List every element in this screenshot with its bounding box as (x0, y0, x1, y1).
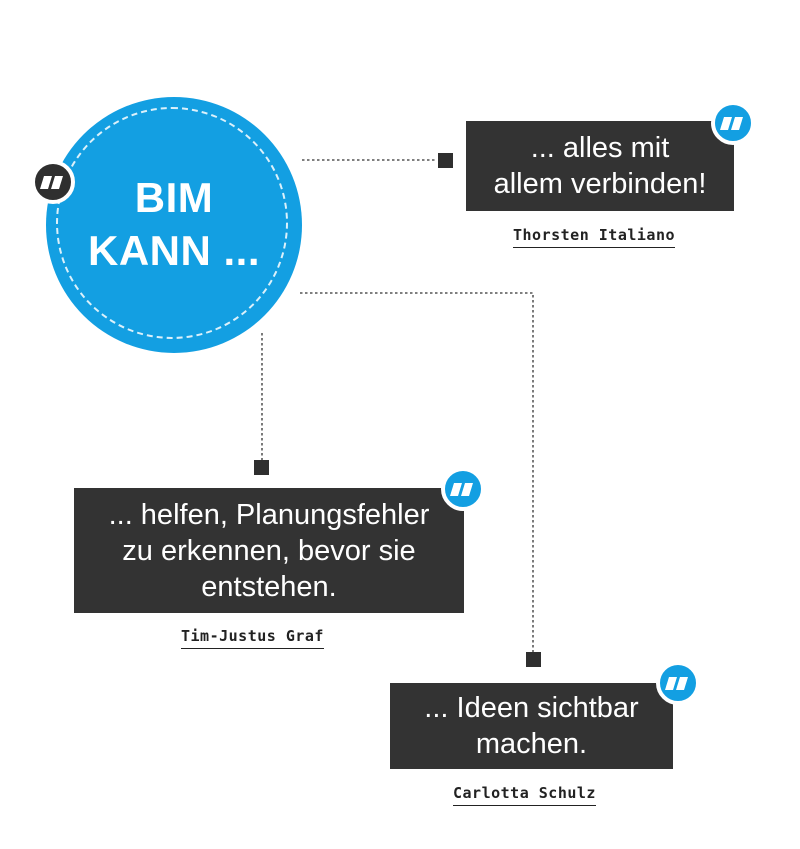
connector-node-2 (254, 460, 269, 475)
quote-text-3: ... Ideen sichtbar machen. (424, 690, 638, 762)
quote-2-line-3: entstehen. (201, 570, 337, 603)
quote-icon (656, 661, 700, 705)
quote-icon (31, 160, 75, 204)
quote-1-line-1: ... alles mit (530, 132, 670, 164)
author-3: Carlotta Schulz (453, 784, 596, 806)
quote-icon (441, 467, 485, 511)
quote-1-line-2: allem verbinden! (493, 168, 707, 200)
quote-2-line-1: ... helfen, Planungsfehler (108, 498, 430, 531)
quote-box-2: ... helfen, Planungsfehler zu erkennen, … (74, 488, 464, 613)
circle-dashed-ring (56, 107, 288, 339)
quote-3-line-2: machen. (475, 728, 588, 760)
connector-node-1 (438, 153, 453, 168)
quote-3-line-1: ... Ideen sichtbar (424, 692, 639, 724)
connector-node-3 (526, 652, 541, 667)
quote-icon (711, 101, 755, 145)
quote-text-1: ... alles mit allem verbinden! (494, 130, 707, 202)
circle-title-line-2: KANN ... (88, 227, 260, 274)
quote-2-line-2: zu erkennen, bevor sie (122, 534, 416, 567)
quote-box-1: ... alles mit allem verbinden! (466, 121, 734, 211)
bim-circle: BIM KANN ... (46, 97, 302, 353)
quote-text-2: ... helfen, Planungsfehler zu erkennen, … (109, 497, 430, 605)
quote-box-3: ... Ideen sichtbar machen. (390, 683, 673, 769)
author-1: Thorsten Italiano (513, 226, 676, 248)
circle-title-line-1: BIM (134, 174, 214, 221)
connector-to-quote-3 (300, 292, 534, 652)
author-2: Tim-Justus Graf (181, 627, 324, 649)
circle-title: BIM KANN ... (46, 171, 302, 277)
